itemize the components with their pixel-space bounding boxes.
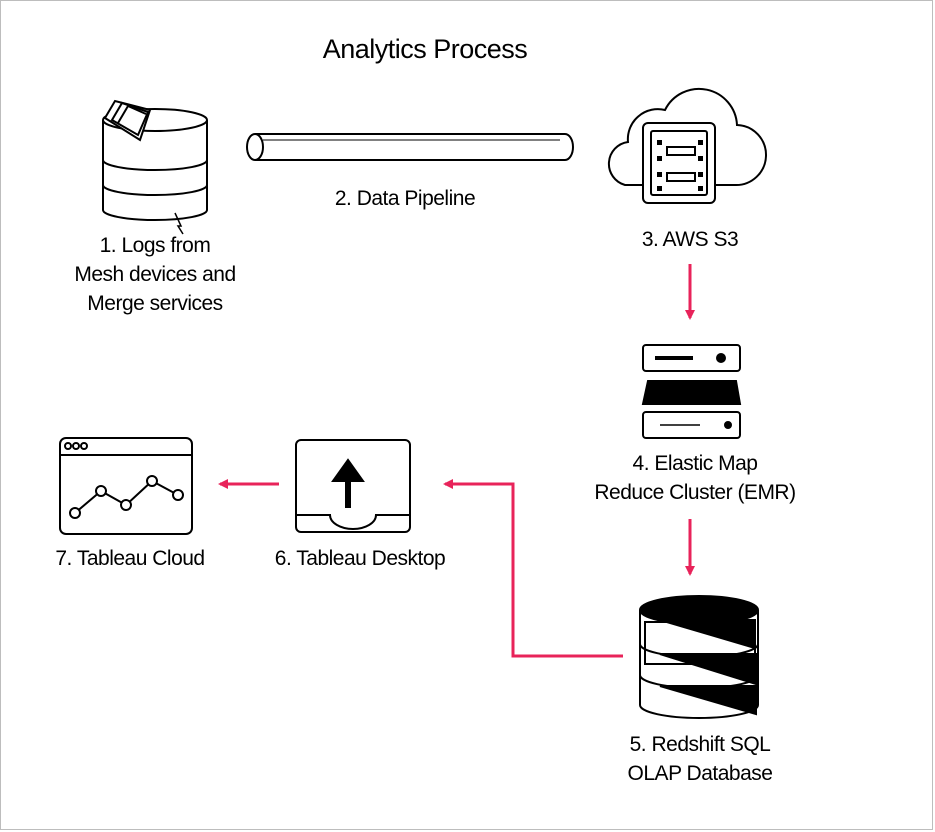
- line-chart-icon: [59, 437, 193, 535]
- arrow-redshift-to-desktop: [443, 479, 623, 658]
- server-rack-icon: [641, 344, 742, 439]
- node-label-tableau-desktop: 6. Tableau Desktop: [274, 547, 446, 570]
- node-label-source: 1. Logs from Mesh devices and Merge serv…: [74, 234, 236, 315]
- node-label-pipeline: 2. Data Pipeline: [334, 187, 476, 210]
- node-label-aws: 3. AWS S3: [641, 228, 739, 251]
- node-label-emr: 4. Elastic Map Reduce Cluster (EMR): [594, 452, 796, 504]
- cloud-storage-icon: [607, 87, 767, 204]
- pipe-icon: [246, 133, 574, 161]
- node-label-redshift: 5. Redshift SQL OLAP Database: [627, 733, 773, 785]
- upload-icon: [295, 439, 411, 533]
- redshift-database-icon: [639, 595, 759, 719]
- node-label-tableau-cloud: 7. Tableau Cloud: [55, 547, 205, 570]
- database-icon: [102, 99, 208, 235]
- diagram-title: Analytics Process: [322, 34, 528, 64]
